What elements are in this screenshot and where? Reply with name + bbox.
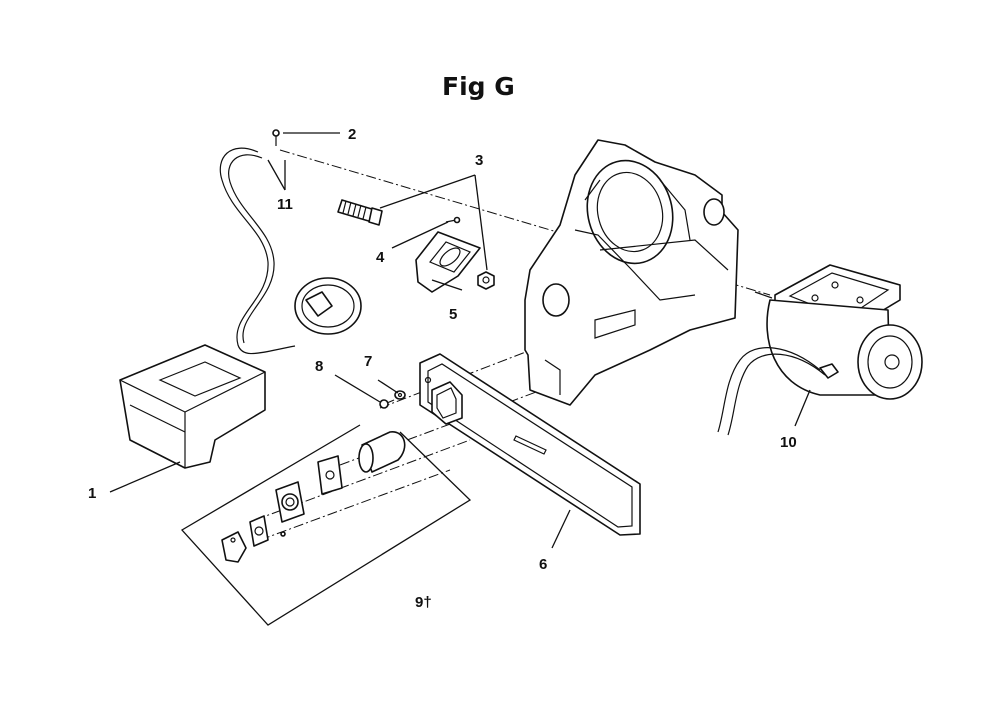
callout-5: 5 bbox=[449, 306, 457, 323]
strain-relief-fitting bbox=[337, 199, 495, 290]
callout-10: 10 bbox=[780, 434, 797, 451]
callout-3: 3 bbox=[475, 152, 483, 169]
leader-lines bbox=[109, 132, 811, 626]
callout-labels: 1 2 3 4 5 6 7 8 9† 10 11 bbox=[88, 126, 797, 611]
mounting-plate bbox=[415, 231, 481, 293]
screw-2 bbox=[272, 129, 280, 146]
callout-7: 7 bbox=[364, 353, 372, 370]
screw-8 bbox=[379, 399, 395, 409]
switch-assembly bbox=[221, 431, 406, 563]
callout-1: 1 bbox=[88, 485, 96, 502]
screw-4 bbox=[445, 216, 461, 224]
switch-face-plate bbox=[419, 353, 641, 536]
callout-11: 11 bbox=[277, 196, 293, 213]
foot-switch bbox=[119, 147, 362, 469]
callout-6: 6 bbox=[539, 556, 547, 573]
callout-2: 2 bbox=[348, 126, 356, 143]
callout-9: 9† bbox=[415, 594, 432, 611]
motor bbox=[717, 264, 923, 436]
callout-4: 4 bbox=[376, 249, 385, 266]
motor-housing bbox=[524, 139, 739, 406]
figure-title: Fig G bbox=[442, 72, 515, 101]
callout-8: 8 bbox=[315, 358, 323, 375]
